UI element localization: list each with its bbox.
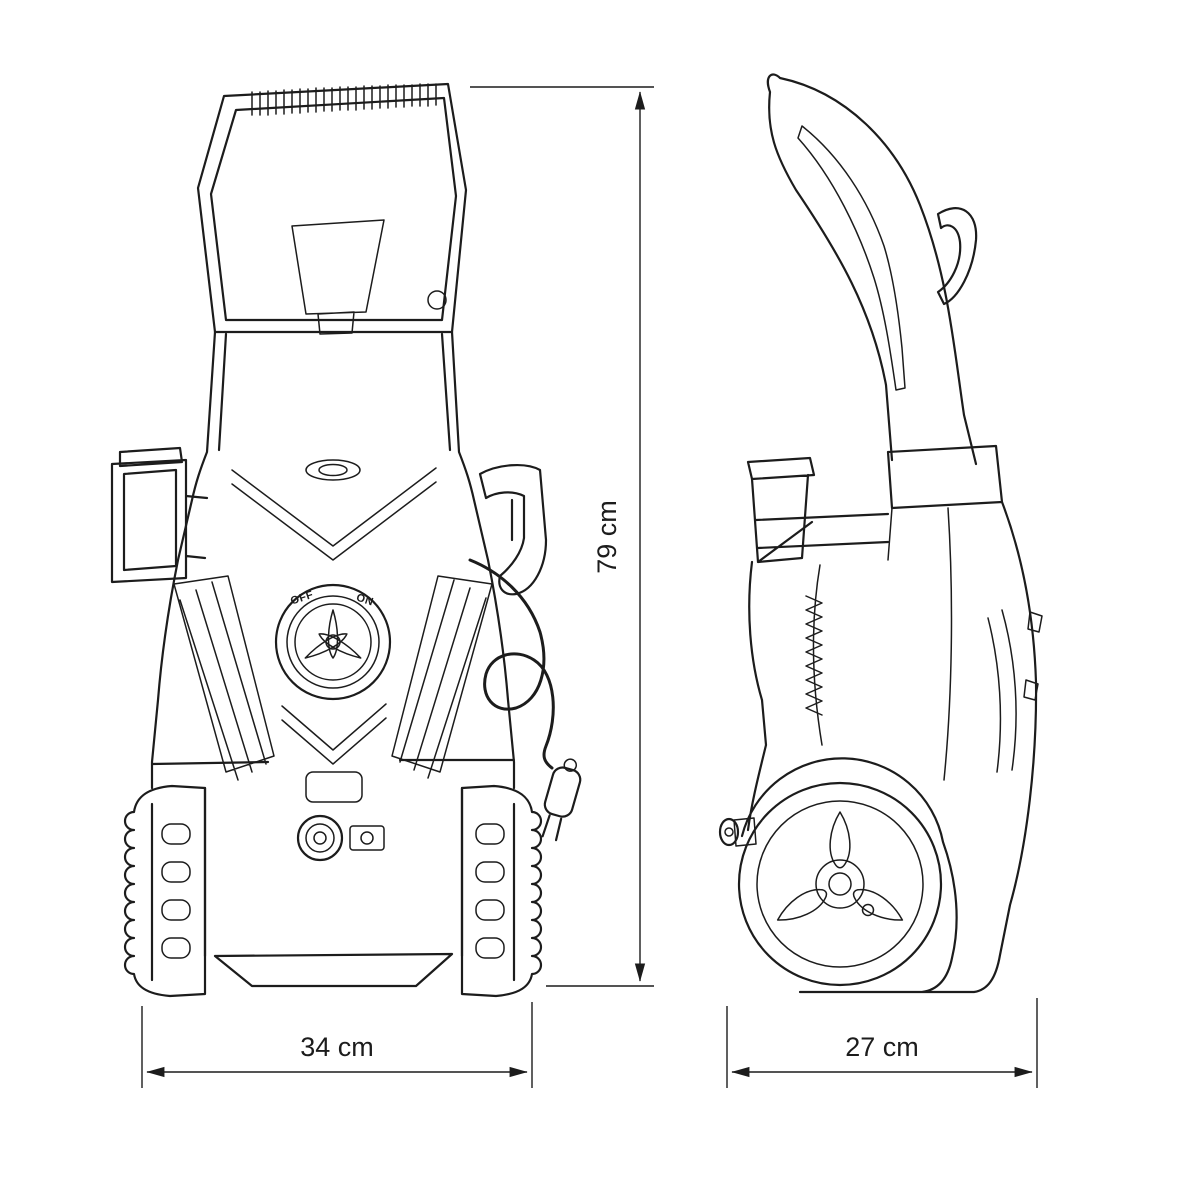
width-extension-lines — [141, 1002, 533, 1088]
front-fin-panels — [173, 575, 493, 781]
dial-off-label: OFF — [289, 589, 315, 608]
left-wheel-slot-3 — [161, 899, 191, 921]
depth-dimension-label: 27 cm — [845, 1032, 919, 1062]
dial-outer-ring — [274, 583, 392, 701]
front-chevron — [231, 467, 437, 561]
height-dimension: 79 cm — [470, 86, 654, 987]
front-vent-slot — [305, 771, 363, 803]
front-body-outline — [150, 330, 516, 988]
side-handle — [766, 73, 978, 466]
width-dimension: 34 cm — [141, 1002, 533, 1088]
front-left-wheel — [123, 784, 207, 998]
dial-knob-blade-1 — [327, 609, 339, 659]
dial-hub — [325, 634, 341, 650]
right-wheel-slot-1 — [475, 823, 505, 845]
width-dimension-label: 34 cm — [300, 1032, 374, 1062]
side-wheel-hub — [828, 872, 852, 896]
axle-knob-center — [724, 827, 734, 837]
side-body-seams — [812, 507, 1043, 781]
dial-knob-blade-2 — [318, 633, 362, 659]
spring-detail — [805, 595, 823, 716]
inlet-core — [313, 831, 327, 845]
power-plug — [541, 758, 582, 842]
front-filler-cap — [305, 459, 361, 481]
side-wheel-bolt — [861, 903, 875, 917]
plug-prongs — [541, 814, 563, 842]
dial-inner-ring — [294, 603, 372, 681]
front-accessory-bracket — [110, 446, 209, 584]
front-gun-holder — [478, 463, 548, 596]
front-right-wheel — [460, 784, 543, 998]
side-hook — [936, 207, 978, 306]
depth-extension-lines — [726, 998, 1038, 1088]
dial-on-label: ON — [355, 592, 375, 609]
side-body-outline — [740, 444, 1038, 994]
height-extension-lines — [470, 86, 654, 987]
dimensions: 79 cm 34 cm 27 cm — [141, 86, 1038, 1088]
axle-knob-cap — [718, 817, 740, 847]
front-hopper-funnel — [291, 219, 385, 335]
height-dimension-label: 79 cm — [592, 500, 622, 574]
side-wheel — [737, 781, 943, 987]
front-hopper-outline — [196, 82, 468, 334]
side-wheel-spoke-3 — [776, 888, 828, 921]
depth-dimension: 27 cm — [726, 998, 1038, 1088]
front-water-inlet — [296, 814, 385, 862]
side-wheel-spoke-1 — [829, 811, 851, 869]
side-wheel-rim — [756, 800, 924, 968]
front-view: OFF ON — [110, 82, 582, 998]
front-handle-hole — [427, 290, 447, 310]
dial-mid-ring — [286, 595, 380, 689]
plug-body — [543, 766, 582, 818]
inlet-outer — [296, 814, 344, 862]
plug-cable-entry — [563, 758, 578, 772]
right-wheel-slot-3 — [475, 899, 505, 921]
left-wheel-slot-1 — [161, 823, 191, 845]
front-lower-chevron — [281, 703, 387, 765]
side-axle-knob — [718, 817, 757, 847]
front-dial: OFF ON — [274, 583, 392, 701]
front-hopper-hatching — [251, 83, 437, 116]
side-wheel-spoke-2 — [852, 888, 904, 921]
dial-knob-blade-3 — [304, 633, 348, 659]
side-view — [718, 73, 1043, 994]
left-wheel-slot-4 — [161, 937, 191, 959]
front-filler-cap-inner — [318, 463, 348, 477]
axle-knob-stem — [733, 817, 757, 847]
side-wheel-tire — [737, 781, 943, 987]
power-cord — [468, 558, 555, 770]
side-handle-slot — [797, 125, 906, 391]
side-wheel-hub-ring — [815, 859, 865, 909]
right-wheel-tread — [460, 784, 543, 998]
inlet-plate-hole — [360, 831, 374, 845]
left-wheel-tread — [123, 784, 207, 998]
right-wheel-slot-2 — [475, 861, 505, 883]
inlet-plate — [349, 825, 385, 851]
left-wheel-slot-2 — [161, 861, 191, 883]
inlet-mid — [305, 823, 335, 853]
right-wheel-slot-4 — [475, 937, 505, 959]
